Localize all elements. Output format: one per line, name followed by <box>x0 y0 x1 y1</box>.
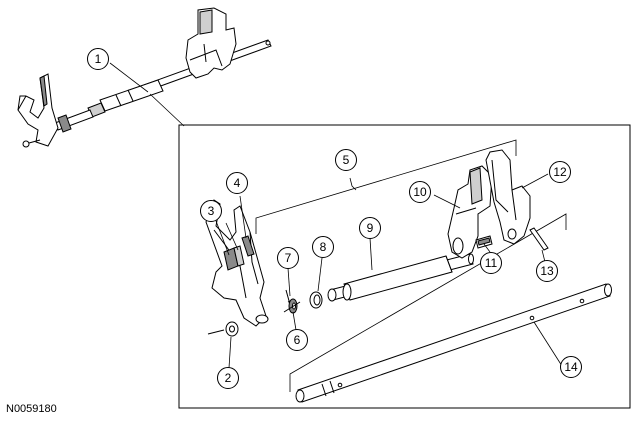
callout-1: 1 <box>87 48 109 70</box>
callout-6-label: 6 <box>294 333 301 347</box>
callout-13: 13 <box>536 260 558 282</box>
callout-5: 5 <box>335 149 357 171</box>
callout-12: 12 <box>549 161 571 183</box>
callout-9: 9 <box>359 217 381 239</box>
exploded-view-frame <box>178 124 631 409</box>
callout-5-circle <box>335 149 357 171</box>
callout-6-circle <box>286 329 308 351</box>
callout-13-label: 13 <box>540 264 554 278</box>
callout-7-label: 7 <box>285 251 292 265</box>
callout-3-label: 3 <box>208 204 215 218</box>
figure-id: N0059180 <box>6 403 57 415</box>
exploded-parts <box>205 139 567 392</box>
callout-9-label: 9 <box>367 221 374 235</box>
leader-lines <box>109 62 563 369</box>
callout-1-label: 1 <box>95 52 102 66</box>
callout-2-circle <box>217 367 239 389</box>
callout-14-label: 14 <box>564 360 578 374</box>
callout-6: 6 <box>286 329 308 351</box>
callout-10-circle <box>409 181 431 203</box>
assembled-shift-rail <box>17 7 272 148</box>
callout-2-label: 2 <box>225 371 232 385</box>
callout-13-circle <box>536 260 558 282</box>
callout-2: 2 <box>217 367 239 389</box>
callout-4-circle <box>226 172 248 194</box>
shift-rail <box>295 283 612 403</box>
callout-4: 4 <box>226 172 248 194</box>
callout-14-circle <box>560 356 582 378</box>
callout-8-circle <box>312 236 334 258</box>
callout-12-label: 12 <box>553 165 567 179</box>
callout-9-circle <box>359 217 381 239</box>
callout-10: 10 <box>409 181 431 203</box>
callout-8-label: 8 <box>320 240 327 254</box>
callout-7-circle <box>277 247 299 269</box>
callout-5-label: 5 <box>343 153 350 167</box>
callout-11-circle <box>480 252 502 274</box>
callout-14: 14 <box>560 356 582 378</box>
callout-8: 8 <box>312 236 334 258</box>
callout-10-label: 10 <box>413 185 427 199</box>
callout-4-label: 4 <box>234 176 241 190</box>
callout-11: 11 <box>480 252 502 274</box>
callout-12-circle <box>549 161 571 183</box>
callout-1-circle <box>87 48 109 70</box>
callout-11-label: 11 <box>485 256 498 270</box>
callout-7: 7 <box>277 247 299 269</box>
callout-3: 3 <box>200 200 222 222</box>
callout-3-circle <box>200 200 222 222</box>
